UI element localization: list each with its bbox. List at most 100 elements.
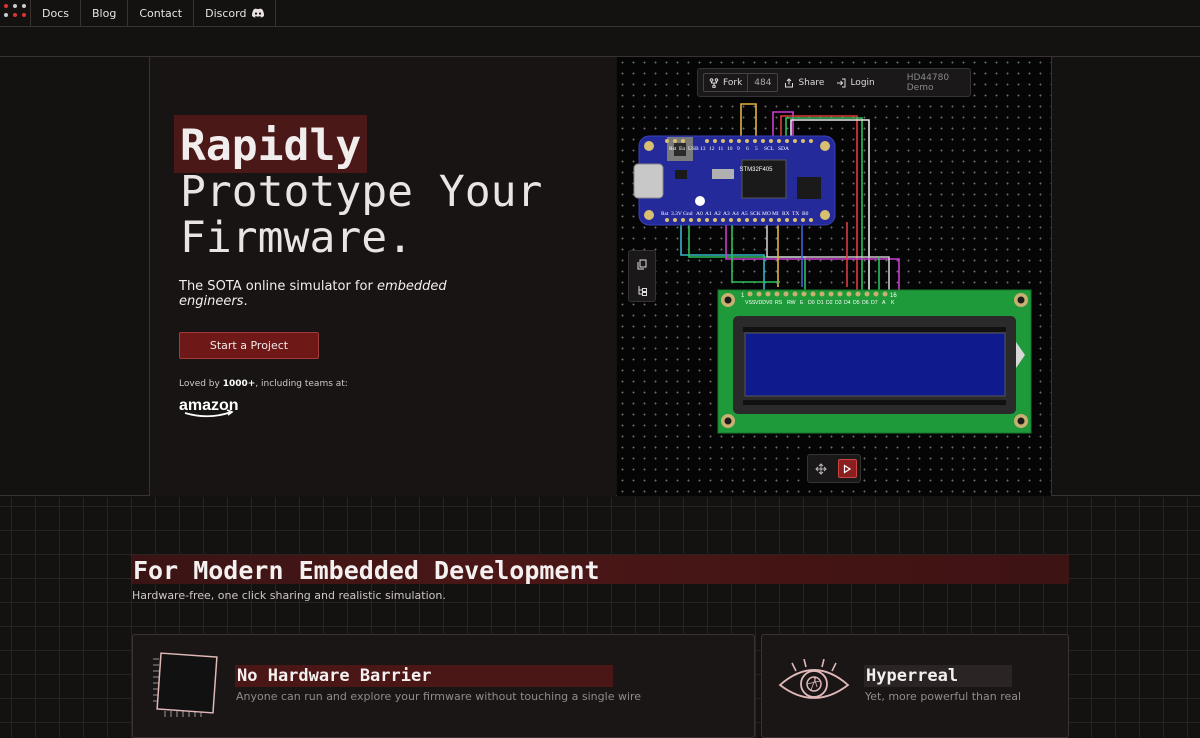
- lcd-pin-label: D3: [835, 300, 842, 306]
- discord-icon: [252, 8, 265, 18]
- top-pin-label: USB: [688, 146, 699, 152]
- hero-intro: Rapidly Prototype Your Firmware. The SOT…: [149, 57, 616, 496]
- copy-tool[interactable]: [629, 251, 655, 277]
- hero-section: Rapidly Prototype Your Firmware. The SOT…: [0, 57, 1200, 496]
- login-icon: [837, 78, 846, 87]
- bottom-pin-label: TX: [792, 211, 799, 217]
- start-project-button[interactable]: Start a Project: [179, 332, 319, 359]
- lcd-pin-label: D7: [871, 300, 878, 306]
- play-button[interactable]: [837, 459, 857, 478]
- nav-discord[interactable]: Discord: [193, 0, 277, 26]
- tagline-text: The SOTA online simulator for: [179, 279, 377, 294]
- fork-button[interactable]: Fork: [704, 74, 747, 91]
- lcd-pin-label: VSS: [745, 300, 756, 306]
- bottom-pin-label: A5: [741, 211, 748, 217]
- feature-card-hyperreal: Hyperreal Yet, more powerful than real: [761, 634, 1069, 738]
- lcd-pin-first: 1: [741, 293, 745, 299]
- top-pin-label: 9: [737, 146, 740, 152]
- nav-blog[interactable]: Blog: [79, 0, 127, 26]
- simulator-toolbar: Fork 484 Share Login HD44780 Demo: [697, 68, 971, 97]
- top-pin-label: 6: [746, 146, 749, 152]
- headline-line-3: Firmware.: [180, 213, 413, 263]
- login-button[interactable]: Login: [830, 69, 880, 96]
- lcd-pin-label: D2: [826, 300, 833, 306]
- lcd-pin-label: VDD: [755, 300, 766, 306]
- lcd-pin-label: D6: [862, 300, 869, 306]
- fork-group: Fork 484: [703, 73, 779, 92]
- nav-discord-label: Discord: [205, 6, 247, 20]
- loved-suffix: , including teams at:: [255, 379, 348, 389]
- nav-docs[interactable]: Docs: [30, 0, 80, 26]
- top-pin-label: 13: [700, 146, 706, 152]
- card-title-no-hardware: No Hardware Barrier: [235, 665, 613, 687]
- top-pin-label: SCL: [764, 146, 775, 152]
- circuit-drawing: STM32F405 Rst En USB 13 12 11 10 9 6 5 S…: [633, 103, 1032, 434]
- sub-bar: [0, 27, 1200, 57]
- bottom-pin-label: Rst: [661, 211, 669, 217]
- top-nav: Docs Blog Contact Discord: [0, 0, 1200, 27]
- top-pin-label: 10: [727, 146, 733, 152]
- amazon-logo-text: amazon: [179, 397, 239, 414]
- eye-icon: [778, 659, 850, 699]
- bottom-pin-label: A1: [705, 211, 712, 217]
- bottom-pin-label: MO: [762, 211, 771, 217]
- amazon-logo: amazon: [179, 397, 239, 418]
- nav-contact[interactable]: Contact: [127, 0, 193, 26]
- top-pin-label: Rst: [669, 146, 677, 152]
- bottom-pin-label: A4: [732, 211, 739, 217]
- lcd-pin-label: A: [882, 300, 886, 306]
- top-pin-label: 11: [718, 146, 724, 152]
- lcd-pin-last: 16: [890, 293, 897, 299]
- bottom-pin-label: A2: [714, 211, 721, 217]
- social-proof: Loved by 1000+, including teams at:: [179, 379, 348, 389]
- nav-docs-label: Docs: [42, 6, 69, 20]
- bottom-pin-label: A0: [696, 211, 703, 217]
- headline-line-2: Prototype Your: [180, 167, 543, 217]
- loved-prefix: Loved by: [179, 379, 223, 389]
- lcd-pin-label: RW: [787, 300, 796, 306]
- board-pin-rows: [665, 139, 813, 222]
- side-toolbar: [628, 250, 656, 302]
- loved-count: 1000+: [222, 379, 256, 389]
- lcd-pin-label: E: [800, 300, 804, 306]
- play-icon: [843, 463, 852, 474]
- hero-tagline: The SOTA online simulator for embedded e…: [179, 279, 479, 309]
- bottom-pin-label: MI: [772, 211, 779, 217]
- card-title-hyperreal: Hyperreal: [864, 665, 1012, 687]
- tree-icon: [638, 285, 647, 296]
- share-button[interactable]: Share: [778, 69, 830, 96]
- bottom-pin-label: B0: [802, 211, 809, 217]
- top-pin-label: 5: [755, 146, 758, 152]
- card-desc-no-hardware: Anyone can run and explore your firmware…: [236, 690, 642, 703]
- nav-blog-label: Blog: [91, 6, 117, 20]
- hero-divider: [1051, 57, 1052, 496]
- move-button[interactable]: [812, 459, 831, 478]
- bottom-pin-label: A3: [723, 211, 730, 217]
- top-pin-label: 12: [709, 146, 715, 152]
- logo-icon[interactable]: [0, 0, 30, 27]
- run-controls: [807, 454, 861, 483]
- hero-headline: Rapidly Prototype Your Firmware.: [174, 115, 543, 263]
- simulator-canvas[interactable]: STM32F405 Rst En USB 13 12 11 10 9 6 5 S…: [617, 57, 1051, 496]
- headline-highlight: Rapidly: [174, 115, 368, 173]
- lcd-pin-label: D1: [817, 300, 824, 306]
- features-title-bar: For Modern Embedded Development: [132, 555, 1069, 585]
- card-desc-hyperreal: Yet, more powerful than real: [865, 690, 1022, 703]
- lcd-module: 1 16 VSS VDD V0 RS RW E D0 D1 D2 D3 D4 D…: [717, 289, 1032, 434]
- top-pin-label: SDA: [778, 146, 789, 152]
- features-subtitle: Hardware-free, one click sharing and rea…: [132, 589, 446, 602]
- bottom-pin-label: RX: [782, 211, 790, 217]
- login-label: Login: [850, 77, 875, 88]
- feature-card-no-hardware: No Hardware Barrier Anyone can run and e…: [132, 634, 755, 738]
- bottom-pin-label: 3.3V: [671, 211, 682, 217]
- lcd-pin-label: K: [891, 300, 895, 306]
- lcd-pin-label: D4: [844, 300, 851, 306]
- stm32-board: STM32F405 Rst En USB 13 12 11 10 9 6 5 S…: [633, 135, 836, 226]
- tagline-end: .: [243, 294, 248, 309]
- fork-icon: [709, 77, 719, 88]
- lcd-pin-label: D0: [808, 300, 815, 306]
- tree-tool[interactable]: [629, 277, 655, 303]
- fork-count: 484: [747, 74, 777, 91]
- tagline-emphasis: embedded engineers: [179, 279, 447, 309]
- copy-icon: [637, 259, 646, 269]
